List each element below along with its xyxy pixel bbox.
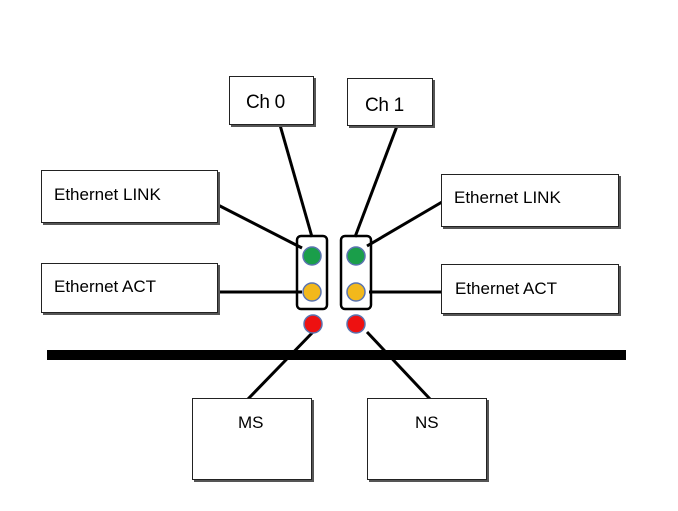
line-ch0 xyxy=(278,124,314,238)
line-left-link xyxy=(217,203,303,250)
baseline-bar xyxy=(47,350,626,360)
led-act-ch0 xyxy=(302,282,322,302)
ns-label-box: NS xyxy=(367,398,487,480)
ch0-label-box: Ch 0 xyxy=(229,76,314,125)
line-ch1 xyxy=(353,125,399,238)
led-housing-ch1 xyxy=(339,234,373,311)
line-ms xyxy=(246,330,315,401)
ms-label-box: MS xyxy=(192,398,312,480)
line-ns xyxy=(365,330,432,401)
left-link-label: Ethernet LINK xyxy=(54,185,161,204)
led-act-ch1 xyxy=(346,282,366,302)
led-ms xyxy=(303,314,323,334)
ch1-label-box: Ch 1 xyxy=(347,78,433,126)
left-link-label-box: Ethernet LINK xyxy=(41,170,218,223)
ch1-label: Ch 1 xyxy=(365,95,404,116)
led-housing-ch0 xyxy=(295,234,329,311)
ms-label: MS xyxy=(238,413,264,432)
right-link-label-box: Ethernet LINK xyxy=(441,174,619,227)
ch0-label: Ch 0 xyxy=(246,92,285,113)
led-ns xyxy=(346,314,366,334)
right-act-label-box: Ethernet ACT xyxy=(441,264,619,314)
led-link-ch1 xyxy=(346,246,366,266)
left-act-label-box: Ethernet ACT xyxy=(41,263,218,313)
line-right-link xyxy=(366,200,443,248)
left-act-label: Ethernet ACT xyxy=(54,277,157,296)
right-link-label: Ethernet LINK xyxy=(454,188,561,207)
right-act-label: Ethernet ACT xyxy=(455,279,558,298)
led-link-ch0 xyxy=(302,246,322,266)
ns-label: NS xyxy=(415,413,439,432)
